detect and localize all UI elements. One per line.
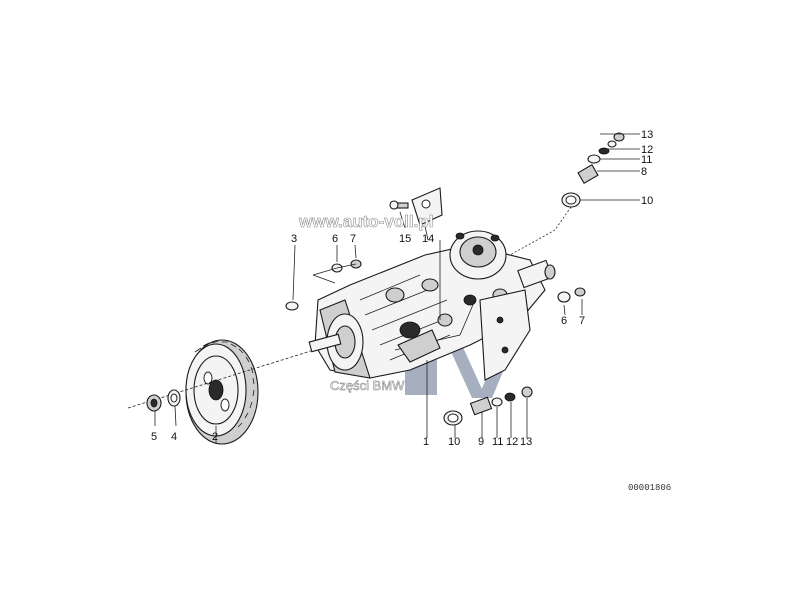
shaft-washers bbox=[127, 344, 331, 412]
leader-lines bbox=[154, 133, 640, 444]
watermark-url: www.auto-voll.pl bbox=[298, 212, 433, 231]
callout-13-upper: 13 bbox=[641, 129, 653, 141]
callout-7-right: 7 bbox=[579, 315, 585, 327]
callout-12-upper: 12 bbox=[641, 144, 653, 156]
callout-15: 15 bbox=[399, 233, 411, 245]
callout-1: 1 bbox=[423, 436, 429, 448]
bracket-parts bbox=[389, 187, 443, 241]
callout-9: 9 bbox=[478, 436, 484, 448]
lower-fittings bbox=[443, 386, 533, 426]
callout-labels: 3 6 7 15 14 13 12 11 8 10 6 7 5 4 2 1 10… bbox=[151, 129, 653, 448]
callout-4: 4 bbox=[171, 431, 177, 443]
nuts-washers bbox=[285, 259, 586, 311]
callout-14: 14 bbox=[422, 233, 434, 245]
injection-pump-body bbox=[308, 230, 556, 381]
callout-6-upper: 6 bbox=[332, 233, 338, 245]
callout-5: 5 bbox=[151, 431, 157, 443]
callout-3: 3 bbox=[291, 233, 297, 245]
callout-12-lower: 12 bbox=[506, 436, 518, 448]
timing-gear bbox=[185, 339, 259, 445]
upper-fittings bbox=[509, 132, 625, 256]
callout-2: 2 bbox=[212, 431, 218, 443]
reference-code: 00001806 bbox=[628, 483, 671, 493]
callout-11-upper: 11 bbox=[641, 154, 652, 166]
callout-8: 8 bbox=[641, 166, 647, 178]
watermark-caption: Części BMW bbox=[330, 378, 405, 393]
callout-11-lower: 11 bbox=[492, 436, 503, 448]
callout-6-right: 6 bbox=[561, 315, 567, 327]
callout-10-lower: 10 bbox=[448, 436, 460, 448]
callout-13-lower: 13 bbox=[520, 436, 532, 448]
callout-7-upper: 7 bbox=[350, 233, 356, 245]
callout-10-upper: 10 bbox=[641, 195, 653, 207]
